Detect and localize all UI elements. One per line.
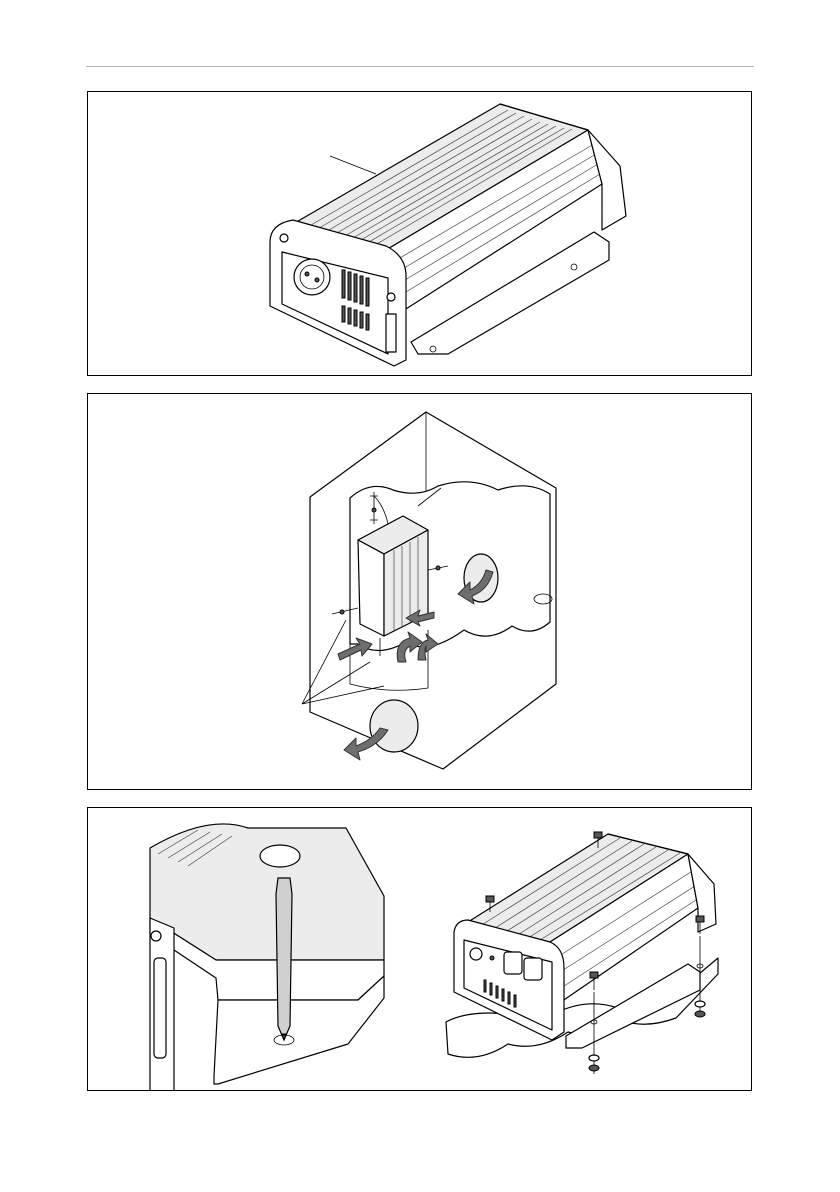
leader-line xyxy=(330,156,376,174)
vent-hole-lower xyxy=(370,700,418,752)
mounting-drawing xyxy=(88,808,752,1091)
figure-3-mounting xyxy=(87,807,752,1091)
figure-1-inverter-overview xyxy=(87,91,752,376)
screw-detail xyxy=(446,832,718,1074)
figure-2-ventilation xyxy=(87,393,752,790)
inverter-drawing xyxy=(88,92,752,376)
marking-detail xyxy=(150,824,384,1091)
ac-socket xyxy=(294,259,330,295)
inverter-front xyxy=(358,540,384,636)
compartment-drawing xyxy=(88,394,752,790)
mounting-hole-outline xyxy=(260,845,300,867)
header-rule xyxy=(86,66,754,67)
pencil xyxy=(276,878,292,1040)
terminal-block xyxy=(386,314,396,352)
